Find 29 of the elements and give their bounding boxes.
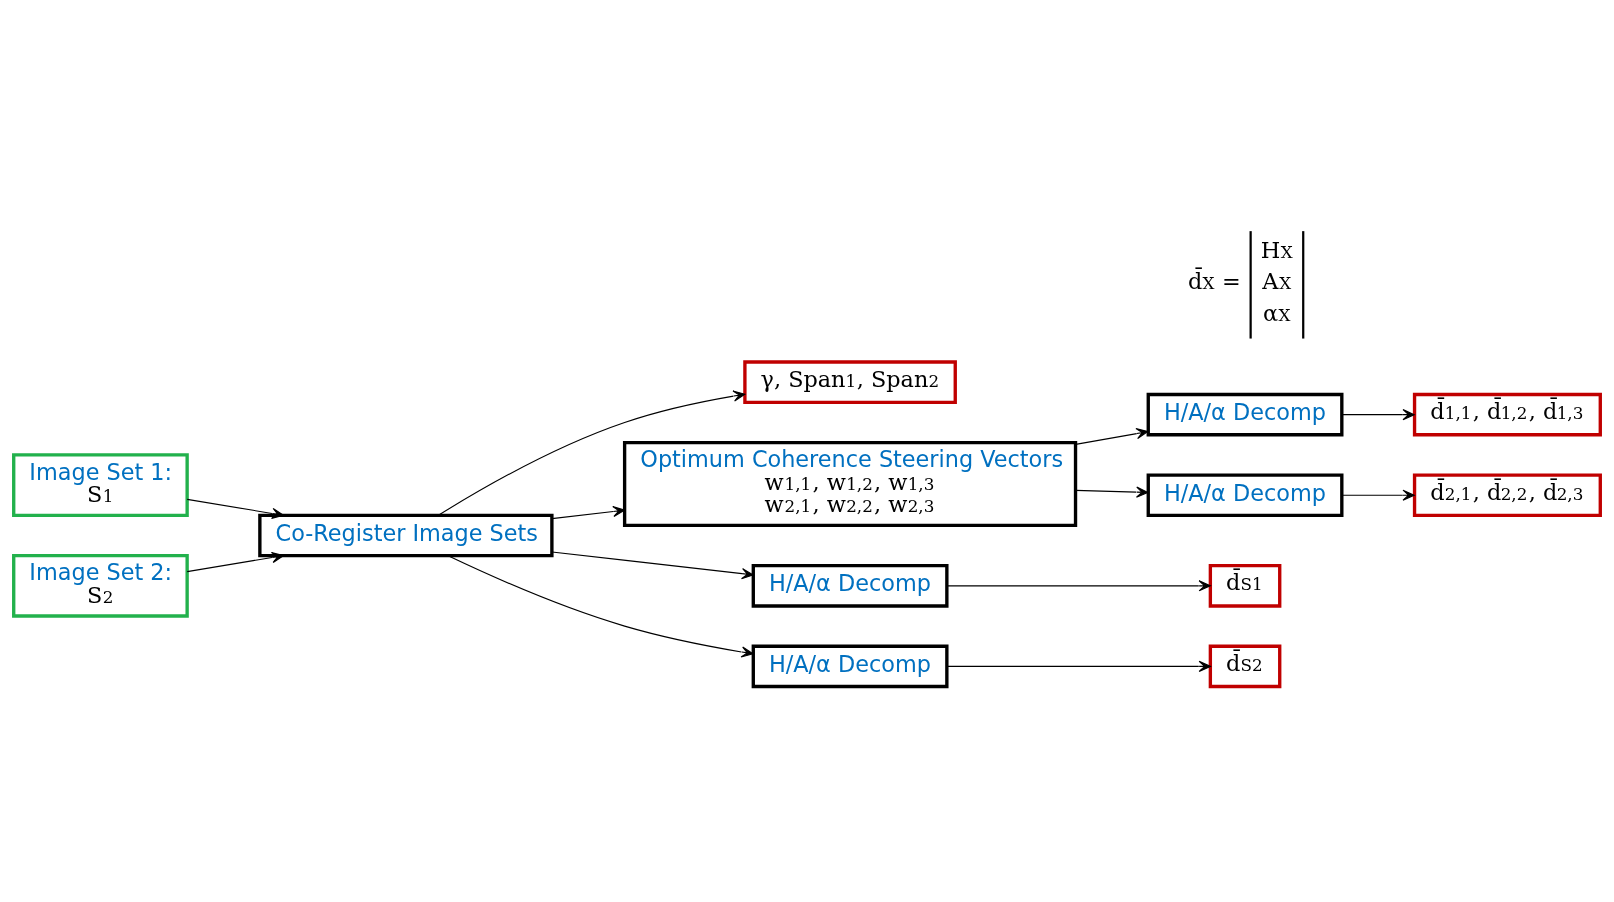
node-box: H/A/α Decomp (1146, 392, 1344, 437)
node-box: Image Set 2: S2 (12, 553, 189, 618)
arrow (1341, 489, 1415, 501)
arrow (186, 551, 284, 573)
arrow (946, 660, 1211, 672)
label: d̄X = (1187, 268, 1241, 295)
label: AX (1262, 268, 1292, 295)
node-box: H/A/α Decomp (751, 644, 949, 689)
arrow (1075, 428, 1149, 445)
arrow (946, 580, 1211, 592)
node-box: d̄S2 (1208, 644, 1282, 689)
node-box: H/A/α Decomp (1146, 473, 1344, 517)
arrow (551, 505, 626, 520)
arrow (551, 551, 754, 580)
arrow (1341, 409, 1415, 421)
label: αX (1262, 299, 1291, 326)
node-box: Co-Register Image Sets (258, 513, 554, 558)
arrow (447, 555, 754, 658)
arrow (1075, 486, 1149, 498)
label: HX (1260, 236, 1293, 263)
node-box: H/A/α Decomp (751, 564, 949, 608)
arrow (437, 390, 746, 516)
node-box: d̄S1 (1208, 564, 1282, 608)
node-box: γ, Span1, Span2 (743, 360, 957, 404)
node-box: Optimum Coherence Steering Vectors w1,1, w1,2, w1,3 w2,1, w2,2, w2,3 (622, 440, 1078, 528)
node-box: Image Set 1: S1 (12, 453, 189, 517)
node-box: d̄1,1, d̄1,2, d̄1,3 (1412, 392, 1602, 437)
arrow (186, 498, 284, 519)
node-box: d̄2,1, d̄2,2, d̄2,3 (1412, 473, 1602, 517)
